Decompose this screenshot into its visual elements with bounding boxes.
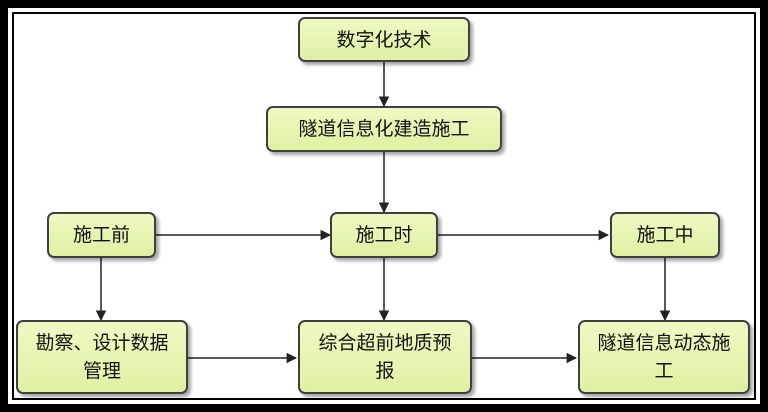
node-survey-design: 勘察、设计数据管理 [16, 320, 188, 394]
diagram-border [12, 12, 756, 400]
node-geology-forecast: 综合超前地质预报 [298, 320, 472, 394]
node-digital-tech: 数字化技术 [298, 17, 470, 62]
node-dynamic-construction: 隧道信息动态施工 [578, 320, 750, 394]
node-during-construction: 施工时 [330, 212, 438, 258]
node-tunnel-info-construction: 隧道信息化建造施工 [266, 106, 502, 152]
node-before-construction: 施工前 [47, 212, 156, 258]
node-in-construction: 施工中 [610, 212, 720, 258]
